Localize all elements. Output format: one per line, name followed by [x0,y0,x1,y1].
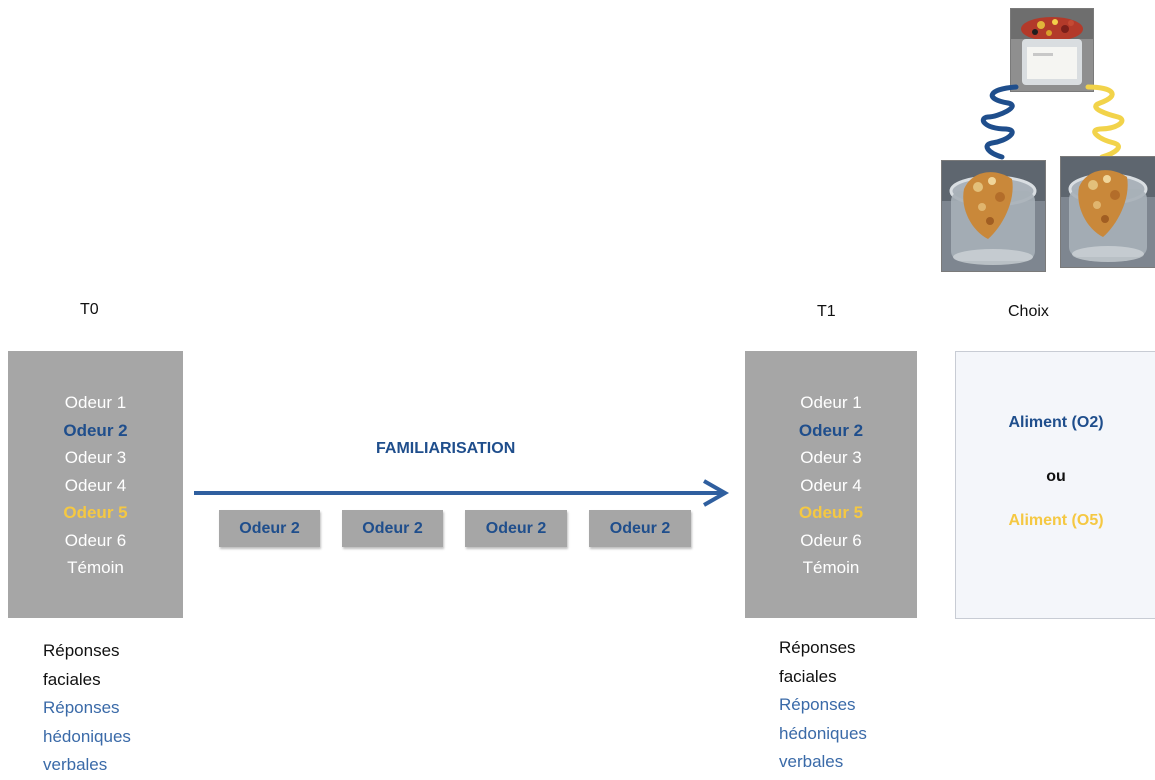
blue-squiggle-icon [981,84,1019,160]
jar-photo-right [1060,156,1155,268]
t0-odor-panel: Odeur 1 Odeur 2 Odeur 3 Odeur 4 Odeur 5 … [8,351,183,618]
t1-resp-line2: faciales [779,666,837,686]
t1-resp-line3: Réponses [779,695,856,714]
t0-odor-4: Odeur 4 [64,475,127,495]
t1-odor-list: Odeur 1 Odeur 2 Odeur 3 Odeur 4 Odeur 5 … [745,389,917,582]
t0-title: T0 [80,301,99,318]
t1-resp-line1: Réponses [779,638,856,657]
choice-panel: Aliment (O2) ou Aliment (O5) [955,351,1155,619]
t0-resp-line4: hédoniques [43,726,131,746]
jar-photo-top [1010,8,1094,92]
familiarisation-arrow [194,479,730,507]
familiarisation-label: FAMILIARISATION [376,440,516,457]
t1-control: Témoin [802,558,860,577]
t1-odor-5: Odeur 5 [798,503,864,522]
t1-responses: Réponses faciales Réponses hédoniques ve… [779,634,867,777]
choice-option-o2: Aliment (O2) [1008,414,1104,431]
choice-or: ou [1046,468,1066,485]
yellow-squiggle-icon [1085,84,1125,160]
t0-odor-1: Odeur 1 [64,393,127,412]
t1-odor-panel: Odeur 1 Odeur 2 Odeur 3 Odeur 4 Odeur 5 … [745,351,917,618]
odor-chip-3: Odeur 2 [465,510,567,547]
odor-chip-1: Odeur 2 [219,510,320,547]
t0-resp-line5: verbales [43,755,108,774]
jar-photo-left [941,160,1046,272]
t0-resp-line2: faciales [43,669,101,689]
t0-responses: Réponses faciales Réponses hédoniques ve… [43,637,131,780]
t1-odor-4: Odeur 4 [800,475,862,495]
t1-odor-3: Odeur 3 [800,448,862,467]
t1-title: T1 [817,303,836,320]
odor-chip-2: Odeur 2 [342,510,443,547]
t1-resp-line5: verbales [779,752,844,771]
t0-control: Témoin [67,558,124,577]
t0-odor-list: Odeur 1 Odeur 2 Odeur 3 Odeur 4 Odeur 5 … [8,389,183,582]
t1-resp-line4: hédoniques [779,723,867,743]
choice-option-o5: Aliment (O5) [1008,512,1104,529]
t0-odor-3: Odeur 3 [64,448,127,467]
t0-odor-6: Odeur 6 [64,530,127,550]
choice-title: Choix [1008,303,1049,320]
t0-odor-5: Odeur 5 [63,503,128,522]
odor-chip-4: Odeur 2 [589,510,691,547]
t0-resp-line3: Réponses [43,698,120,717]
t1-odor-6: Odeur 6 [800,530,862,550]
t1-odor-1: Odeur 1 [800,393,862,412]
t0-resp-line1: Réponses [43,641,120,660]
t0-odor-2: Odeur 2 [63,420,128,440]
t1-odor-2: Odeur 2 [798,420,864,440]
